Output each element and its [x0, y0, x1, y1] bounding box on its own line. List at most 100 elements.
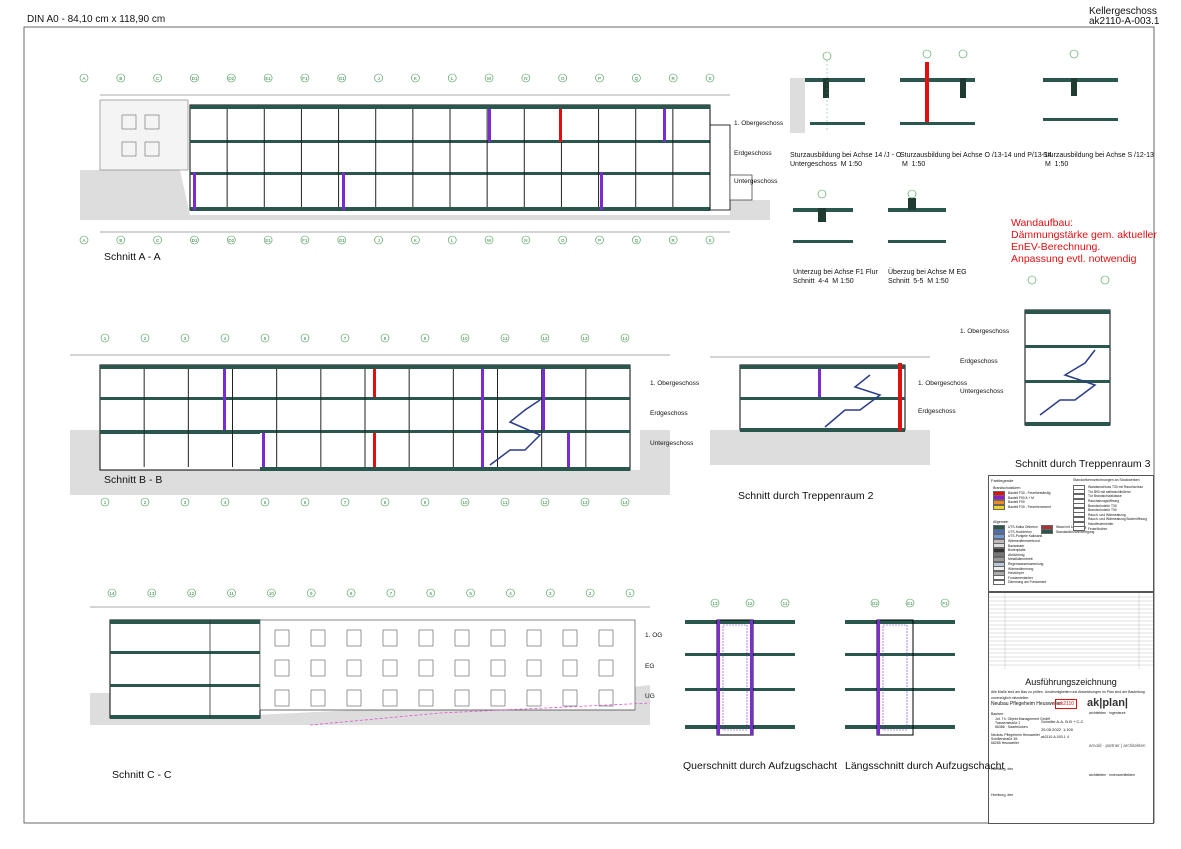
tr3-floor-og: 1. Obergeschoss	[960, 328, 1010, 335]
facade-window	[418, 629, 434, 647]
aa-axis-label: A	[82, 238, 85, 243]
legend-swatch	[993, 570, 1005, 576]
legend-label: Abdichtung	[1008, 552, 1025, 557]
legend-item: Wandanschluss T30 mit Rauchschutz	[1073, 484, 1147, 490]
facade-window	[526, 659, 542, 677]
quer-axis-label: 11	[783, 601, 788, 606]
aa-axis-label: G1	[339, 238, 346, 243]
legend-item: Dämmung am Fundament	[993, 579, 1047, 585]
cc-axis-label: 13	[149, 591, 155, 596]
aa-axis-marker	[705, 235, 715, 245]
color-legend: Farblegende Standortkennzeichnungen an S…	[988, 475, 1154, 592]
cc-axis-label: 12	[189, 591, 195, 596]
quer-axis-marker	[710, 598, 720, 608]
cc-axis-marker	[306, 588, 316, 598]
bb-axis-label: 1	[104, 500, 107, 505]
bb-axis-marker	[340, 497, 350, 507]
bb-axis-marker	[260, 333, 270, 343]
aa-axis-label: D1	[192, 76, 198, 81]
legend-item: Bauteil F30 - Feuerbeständig	[993, 490, 1051, 496]
legend-label: Wand mit Lastabtrag	[1056, 525, 1087, 530]
aa-axis-label: F1	[302, 76, 308, 81]
aa-axis-marker	[263, 235, 273, 245]
bb-axis-marker	[500, 333, 510, 343]
section-laengs-caption: Längsschnitt durch Aufzugschacht	[845, 760, 1005, 772]
titleblock-client: Jof. Th. Objekt Management GmbH Trassens…	[995, 717, 1051, 729]
legend-swatch	[1073, 489, 1085, 495]
cc-axis-marker	[107, 588, 117, 598]
facade-window	[346, 629, 362, 647]
bb-axis-marker	[620, 497, 630, 507]
laengs-axis-marker	[940, 598, 950, 608]
bb-axis-label: 11	[503, 336, 508, 341]
cc-axis-label: 8	[350, 591, 353, 596]
aa-axis-marker	[153, 235, 162, 245]
aa-axis-marker	[595, 73, 604, 83]
cc-axis-label: 4	[509, 591, 512, 596]
legend-item: UTS-Hochbeton	[993, 529, 1046, 535]
legend-swatch	[1041, 529, 1053, 535]
aa-floor-og: 1. Obergeschoss	[734, 120, 784, 127]
facade-window	[274, 659, 290, 677]
aa-axis-label: E1	[265, 76, 271, 81]
tr2-floor-eg: Erdgeschoss	[918, 408, 956, 415]
facade-window	[454, 659, 470, 677]
legend-item: Rauch- und Wärmeabzug	[1073, 512, 1147, 518]
bb-axis-label: 7	[344, 336, 347, 341]
bb-axis-marker	[300, 333, 310, 343]
bb-axis-label: 13	[582, 500, 588, 505]
legend-swatch	[993, 533, 1005, 539]
legend-label: Bauteil F90	[1008, 500, 1025, 505]
legend-swatch	[1073, 484, 1085, 490]
aa-axis-marker	[705, 73, 715, 83]
aa-axis-marker	[558, 235, 568, 245]
aa-axis-marker	[447, 235, 457, 245]
aa-axis-label: P	[598, 76, 601, 81]
bb-axis-label: 13	[582, 336, 588, 341]
aa-axis-label: K	[414, 238, 417, 243]
aa-floor-ug: Untergeschoss	[734, 178, 778, 185]
office-subtitle: architekten · ingenieure	[1089, 711, 1126, 715]
bb-axis-label: 6	[304, 500, 307, 505]
legend-label: Bauteil F30 - Feuerhemmend	[1008, 505, 1051, 510]
aa-axis-marker	[668, 235, 678, 245]
facade-window	[598, 629, 614, 647]
aa-axis-marker	[632, 73, 641, 83]
titleblock-sign-line: Homburg, den	[991, 793, 1014, 797]
legend-swatch	[1073, 503, 1085, 509]
legend-label: UTS-Hochbeton	[1008, 529, 1032, 534]
titleblock-client-label: Bauherr	[991, 712, 1004, 716]
cc-floor-eg: EG	[645, 663, 655, 670]
cc-axis-marker	[426, 588, 436, 598]
bb-axis-label: 6	[304, 336, 307, 341]
bb-axis-marker	[340, 333, 350, 343]
cc-floor-ug: UG	[645, 693, 655, 700]
tr2-floor-og: 1. Obergeschoss	[918, 380, 968, 387]
bb-axis-label: 12	[542, 500, 548, 505]
titleblock-disclaimer: Alle Maße sind am Bau zu prüfen. Unstimm…	[991, 690, 1145, 700]
legend-label: Fundamentanker	[1008, 575, 1033, 580]
cc-axis-label: 6	[430, 591, 433, 596]
legend-swatch	[993, 579, 1005, 585]
facade-window	[526, 689, 542, 707]
office-sub2: architekten · innenarchitekten	[1089, 773, 1135, 777]
facade-window	[346, 689, 362, 707]
legend-label: Standardtürzarenfertigung	[1056, 529, 1095, 534]
legend-item: Bauwasser	[993, 543, 1046, 549]
legend-label: Handfeuermelder	[1088, 522, 1114, 527]
legend-swatch	[1073, 507, 1085, 513]
cc-axis-marker	[466, 588, 475, 598]
bb-axis-label: 12	[542, 336, 548, 341]
legend-label: Dämmung am Fundament	[1008, 580, 1047, 585]
legend-item: Rauch- und Wärmeabzug Bodenöffnung	[1073, 516, 1147, 522]
aa-axis-label: C	[156, 238, 160, 243]
legend-swatch	[993, 575, 1005, 581]
aa-axis-marker	[300, 73, 310, 83]
aa-axis-marker	[263, 73, 273, 83]
laengs-axis-label: F1	[942, 601, 948, 606]
aa-axis-marker	[374, 235, 383, 245]
bb-floor-eg: Erdgeschoss	[650, 410, 688, 417]
facade-window	[490, 659, 506, 677]
cc-axis-marker	[227, 588, 236, 598]
